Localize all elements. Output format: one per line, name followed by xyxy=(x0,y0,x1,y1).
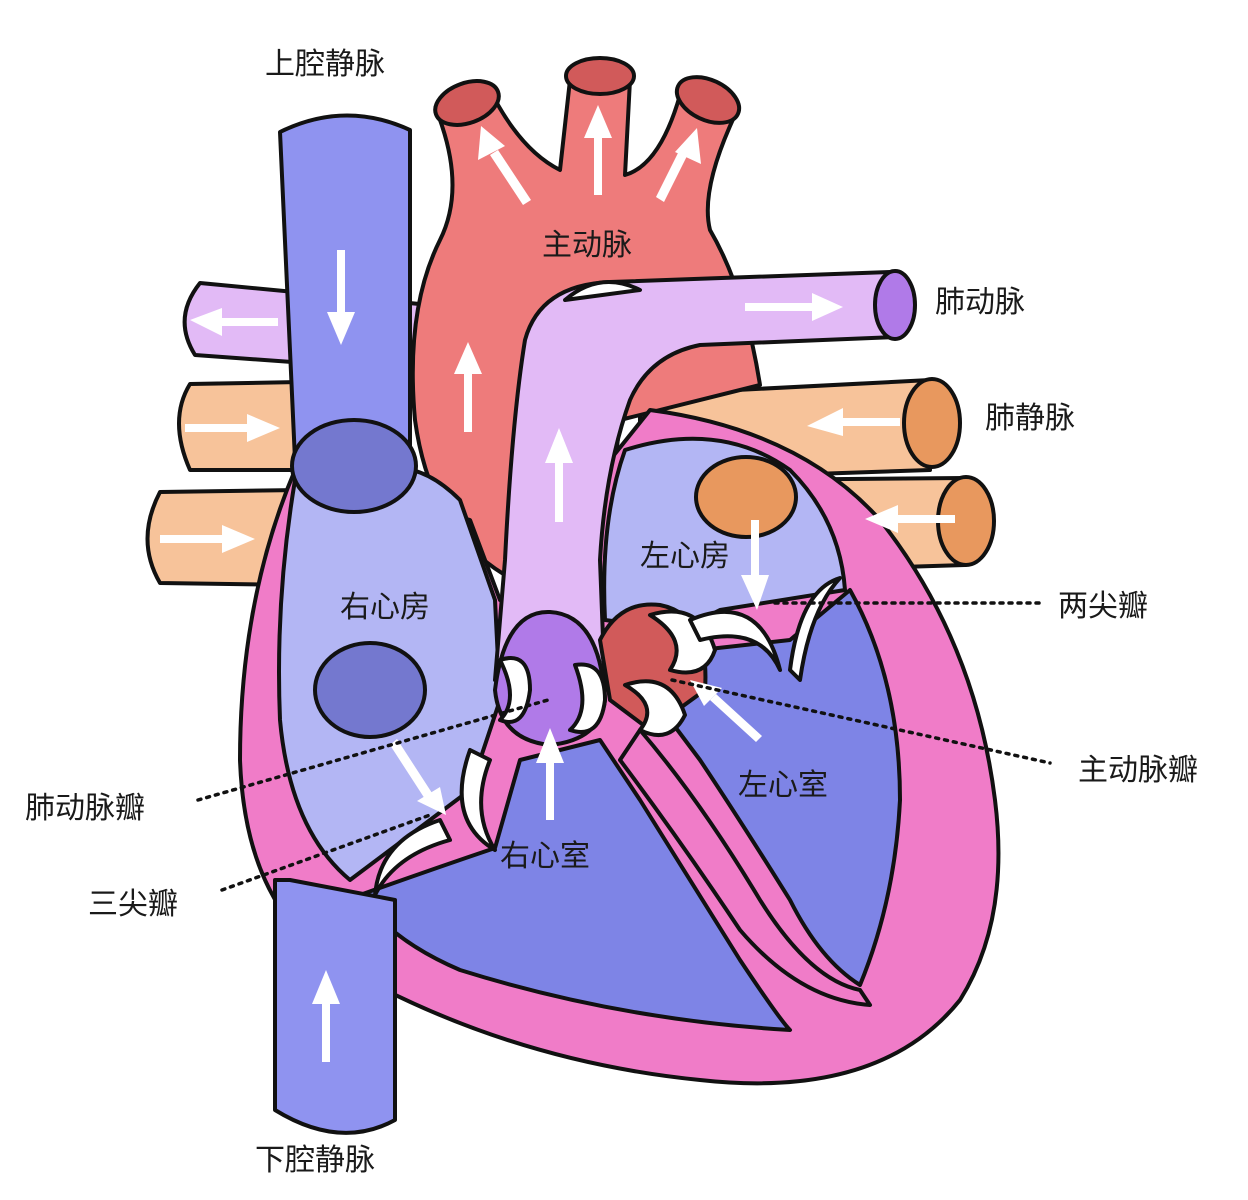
label-superior-vena-cava: 上腔静脉 xyxy=(265,47,385,82)
pulmonary-valve xyxy=(493,609,607,747)
label-pulmonary-valve: 肺动脉瓣 xyxy=(25,791,145,826)
label-left-ventricle: 左心室 xyxy=(738,768,828,803)
arrow-aorta-mid xyxy=(584,105,612,195)
arrow-aorta-right xyxy=(656,128,701,202)
label-aorta: 主动脉 xyxy=(542,228,632,263)
pulmonary-artery xyxy=(493,269,917,692)
label-right-ventricle: 右心室 xyxy=(500,839,590,874)
label-pulmonary-artery: 肺动脉 xyxy=(935,285,1025,320)
arrow-down-svc xyxy=(327,250,355,345)
label-right-atrium: 右心房 xyxy=(340,590,430,625)
arrow-pa-right xyxy=(745,293,843,321)
arrow-up-ivc xyxy=(312,970,340,1062)
arrow-rv-up xyxy=(536,728,564,820)
arrow-pv-right-lower xyxy=(865,505,955,533)
label-left-atrium: 左心房 xyxy=(640,539,730,574)
arrow-pv-left-upper xyxy=(185,414,280,442)
label-aortic-valve: 主动脉瓣 xyxy=(1078,753,1198,788)
tricuspid-valve xyxy=(373,748,497,897)
leader-lines xyxy=(196,601,1052,892)
label-inferior-vena-cava: 下腔静脉 xyxy=(255,1143,375,1178)
septum xyxy=(618,728,872,1007)
arrow-pv-right-upper xyxy=(807,408,900,436)
arrow-pa-left xyxy=(190,308,278,336)
label-mitral-valve: 两尖瓣 xyxy=(1058,589,1148,624)
inferior-vena-cava xyxy=(273,878,397,1135)
pulmonary-vein-opening xyxy=(694,455,798,539)
pulmonary-veins-left xyxy=(145,380,302,587)
label-tricuspid-valve: 三尖瓣 xyxy=(88,887,178,922)
arrow-ra-rv xyxy=(390,739,446,815)
label-pulmonary-vein: 肺静脉 xyxy=(985,401,1075,436)
arrow-pv-left-lower xyxy=(160,525,255,553)
arrow-pa-up xyxy=(545,428,573,522)
arrow-aorta-up xyxy=(454,342,482,432)
arrow-aorta-left xyxy=(478,126,531,205)
mitral-valve xyxy=(688,576,842,682)
flow-arrows xyxy=(160,105,955,1062)
coronary-opening xyxy=(313,641,427,739)
left-ventricle xyxy=(668,588,902,987)
text-labels: 上腔静脉 主动脉 肺动脉 肺静脉 右心房 左心房 两尖瓣 主动脉瓣 肺动脉瓣 左… xyxy=(25,47,1198,1178)
leader-tricuspid xyxy=(220,813,432,892)
arrow-la-down xyxy=(741,520,769,610)
leader-aortic xyxy=(670,678,1052,765)
leader-pulmonary xyxy=(196,698,550,802)
